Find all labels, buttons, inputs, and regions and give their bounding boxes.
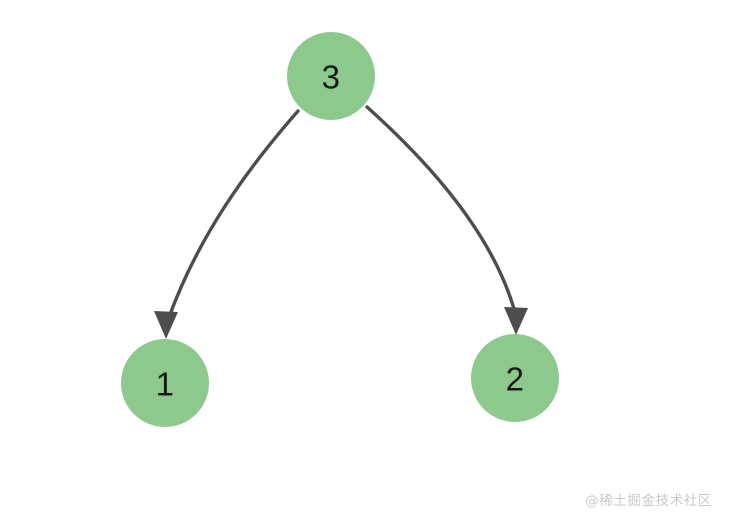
- tree-node-1-label: 1: [156, 366, 175, 403]
- tree-node-3-circle[interactable]: [287, 32, 375, 120]
- edge-3-to-2: [365, 105, 528, 335]
- edge-3-to-1-path: [166, 109, 300, 322]
- tree-node-2[interactable]: 2: [471, 334, 559, 422]
- tree-node-2-label: 2: [506, 361, 525, 398]
- edge-3-to-1: [154, 109, 300, 339]
- edge-3-to-2-path: [365, 105, 518, 318]
- arrowhead-into-node-1-icon: [154, 311, 178, 339]
- watermark: @稀土掘金技术社区: [585, 492, 712, 509]
- tree-node-1-circle[interactable]: [121, 339, 209, 427]
- tree-node-3-label: 3: [322, 59, 341, 96]
- tree-node-3[interactable]: 3: [287, 32, 375, 120]
- arrowhead-into-node-2-icon: [504, 307, 528, 335]
- tree-node-1[interactable]: 1: [121, 339, 209, 427]
- tree-node-2-circle[interactable]: [471, 334, 559, 422]
